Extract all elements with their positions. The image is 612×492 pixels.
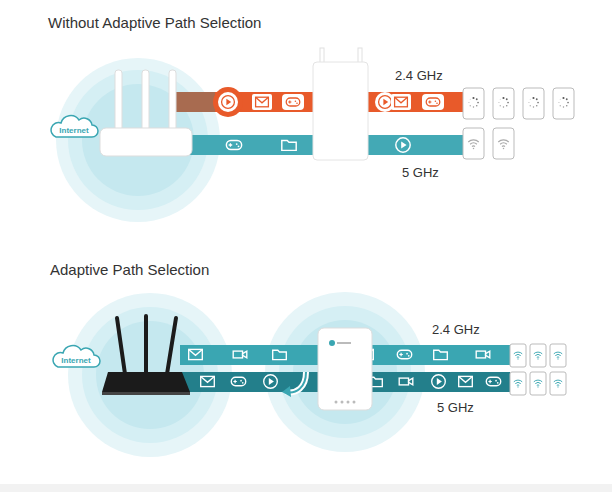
- devices-5g: [463, 128, 514, 159]
- game-icon: [226, 141, 241, 150]
- illustration-part: [534, 352, 542, 359]
- icon-tile: [391, 94, 411, 110]
- illustration-part: [523, 88, 544, 119]
- illustration-part: [498, 97, 509, 108]
- cloud-label: Internet: [50, 356, 102, 365]
- illustration-part: [102, 392, 190, 395]
- illustration-part: [273, 350, 287, 359]
- illustration-part: [528, 97, 539, 108]
- illustration-part: [468, 97, 479, 108]
- illustration-part: [493, 128, 514, 159]
- illustration-part: [144, 316, 148, 372]
- devices-2g: [463, 88, 574, 119]
- illustration-part: [514, 352, 562, 387]
- mail-icon: [395, 97, 408, 107]
- illustration-part: [553, 88, 574, 119]
- illustration-part: [558, 97, 569, 108]
- illustration-part: [514, 380, 522, 387]
- illustration-part: [68, 70, 208, 210]
- illustration-part: [554, 380, 562, 387]
- illustration-part: [459, 376, 473, 386]
- illustration-part: [554, 352, 562, 359]
- band-label: 2.4 GHz: [432, 322, 480, 337]
- illustration-part: [233, 351, 247, 358]
- illustration-part: [318, 328, 372, 410]
- illustration-part: [397, 350, 411, 359]
- icon-tile: [218, 92, 238, 112]
- illustration-part: [117, 318, 125, 374]
- illustration-part: [313, 62, 368, 160]
- illustration-part: [463, 88, 484, 119]
- illustration-part: [534, 380, 542, 387]
- illustration-part: [510, 344, 526, 367]
- band-label: 5 GHz: [437, 400, 474, 415]
- game-icon: [286, 98, 300, 106]
- switch-arrow: [282, 372, 306, 397]
- bottom-strip: [0, 484, 612, 492]
- illustration-part: [102, 372, 190, 392]
- router-white: [100, 70, 192, 156]
- game-icon: [426, 98, 440, 106]
- band-shadow: [170, 92, 220, 112]
- folder-icon: [282, 141, 296, 151]
- illustration-part: [476, 351, 490, 358]
- illustration-part: [550, 344, 566, 367]
- section-heading: Adaptive Path Selection: [50, 261, 209, 278]
- illustration-part: [486, 377, 500, 386]
- illustration-part: [510, 372, 526, 395]
- play-icon: [222, 96, 235, 109]
- illustration-part: [167, 318, 176, 374]
- illustration-part: [115, 70, 122, 132]
- internet-cloud: Internet: [48, 114, 100, 140]
- illustration-part: [468, 140, 479, 149]
- router-black: [102, 316, 190, 395]
- illustration-part: [329, 340, 335, 346]
- illustration-part: [399, 378, 413, 385]
- play-icon: [379, 96, 392, 109]
- mail-icon: [256, 97, 269, 107]
- illustration-part: [201, 376, 215, 386]
- illustration-part: [498, 140, 509, 149]
- illustration-part: [530, 372, 546, 395]
- play-icon: [396, 138, 410, 152]
- cloud-label: Internet: [48, 126, 100, 135]
- illustration-part: [231, 377, 245, 386]
- illustration-part: [493, 88, 514, 119]
- illustration-part: [282, 386, 291, 397]
- band-label: 5 GHz: [402, 165, 439, 180]
- illustration-part: [514, 352, 522, 359]
- illustration-part: [353, 401, 356, 404]
- range-extender: [318, 328, 372, 410]
- illustration-part: [337, 342, 351, 344]
- illustration-part: [142, 70, 149, 132]
- icon-tile: [252, 94, 272, 110]
- congestion-circle: [213, 87, 243, 117]
- band-label: 2.4 GHz: [395, 68, 443, 83]
- illustration-part: [550, 372, 566, 395]
- illustration-part: [432, 375, 446, 389]
- devices-bottom: [510, 344, 566, 395]
- illustration-part: [530, 344, 546, 367]
- illustration-part: [347, 401, 350, 404]
- icon-tile: [422, 94, 444, 110]
- illustration-part: [335, 401, 338, 404]
- internet-cloud: Internet: [50, 344, 102, 370]
- illustration-part: [189, 349, 203, 359]
- icon-tile: [282, 94, 304, 110]
- illustration-part: [434, 350, 448, 359]
- section-heading: Without Adaptive Path Selection: [48, 14, 261, 31]
- illustration-part: [264, 375, 278, 389]
- illustration-part: [169, 70, 176, 132]
- illustration-part: [463, 128, 484, 159]
- illustration-part: [341, 401, 344, 404]
- range-extender: [313, 48, 368, 160]
- illustration-part: [100, 128, 192, 156]
